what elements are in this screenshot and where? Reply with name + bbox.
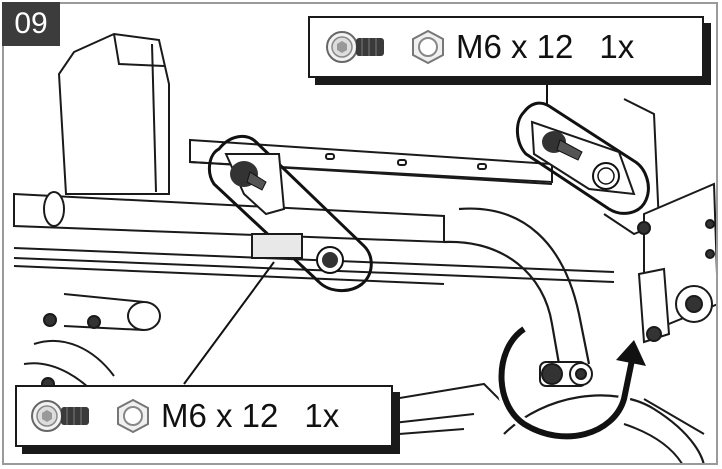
parts-callout-bottom: M6 x 12 1x	[15, 385, 393, 447]
hex-nut-icon	[412, 29, 444, 65]
bolt-spec: M6 x 12	[456, 28, 574, 65]
right-bolt-highlight	[516, 101, 650, 215]
left-nut	[316, 246, 344, 274]
left-bolt	[230, 161, 267, 191]
upper-rail	[189, 138, 553, 184]
left-leader-line	[183, 261, 275, 385]
machine-line-drawing	[13, 32, 716, 463]
left-bolt-highlight	[207, 134, 373, 292]
socket-head-bolt-icon	[326, 31, 384, 63]
bolt-quantity: 1x	[599, 28, 635, 65]
hex-nut-icon	[117, 398, 149, 434]
motor-housing	[57, 32, 170, 195]
step-number-badge: 09	[2, 2, 60, 46]
right-nut	[592, 162, 620, 190]
main-beam	[13, 192, 445, 244]
curved-handle	[458, 207, 591, 365]
bolt-spec: M6 x 12	[161, 397, 279, 434]
rotate-arrow-icon	[495, 324, 646, 443]
parts-callout-top: M6 x 12 1x	[308, 16, 704, 78]
illustration-frame: M6 x 12 1x M6 x 12 1x	[2, 2, 718, 465]
bolt-quantity: 1x	[304, 397, 340, 434]
right-bolt	[542, 131, 583, 161]
socket-head-bolt-icon	[31, 400, 89, 432]
